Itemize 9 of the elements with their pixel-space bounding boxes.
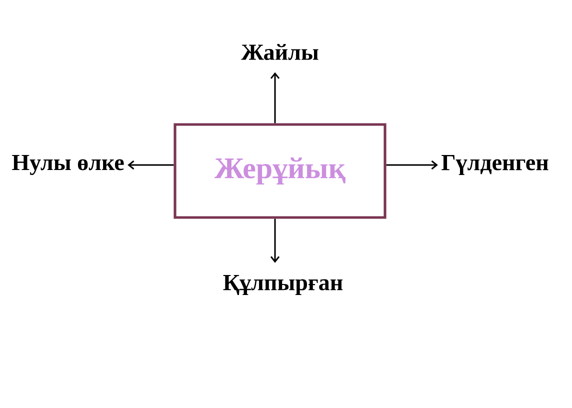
arrow [386, 160, 438, 170]
node-label: Нулы өлке [12, 154, 124, 176]
process-box: Жерұйық [174, 123, 386, 219]
arrow [270, 72, 280, 124]
node-label: Жайлы [241, 44, 318, 60]
arrow [128, 160, 174, 170]
node-label: Гүлденген [442, 155, 548, 175]
node-label: Құлпырған [223, 275, 343, 295]
arrow [270, 218, 280, 263]
